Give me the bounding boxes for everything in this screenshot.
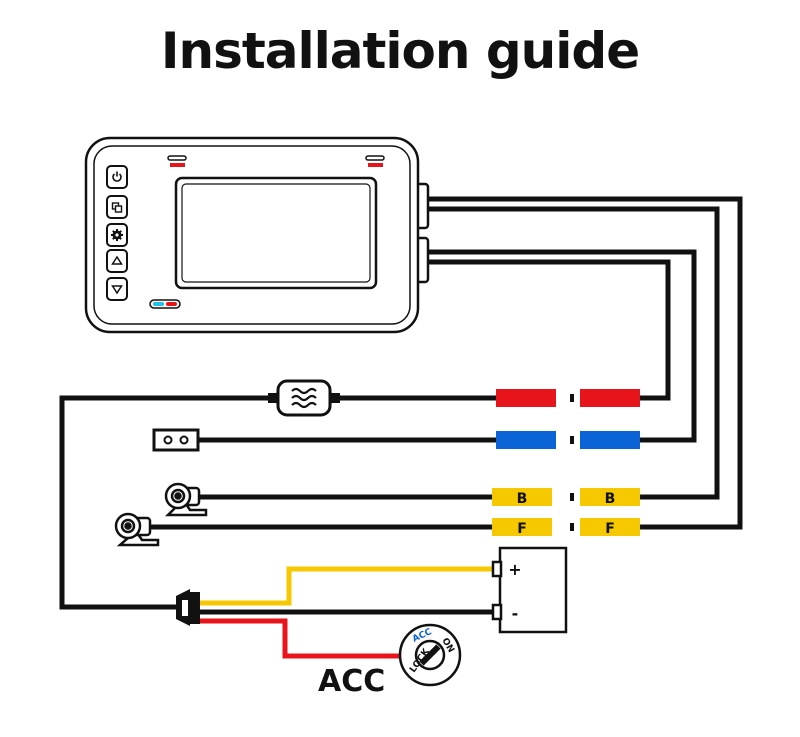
front-sleeve-left — [492, 518, 552, 536]
front-sleeve-right — [580, 518, 640, 536]
front-camera-icon — [114, 512, 160, 547]
acc-label: ACC — [318, 664, 385, 699]
two-pin-plug — [152, 428, 200, 452]
front-label-right: F — [605, 521, 615, 537]
blue-sleeve-left — [496, 431, 556, 449]
rear-label-left: B — [517, 491, 528, 507]
up-arrow-icon — [111, 255, 123, 265]
device-screen — [174, 176, 378, 290]
fuse-wire-left — [59, 395, 272, 610]
page-title: Installation guide — [160, 22, 640, 80]
yellow-sleeves — [492, 488, 640, 536]
battery-negative-label: - — [512, 604, 519, 623]
inline-fuse — [268, 379, 340, 417]
front-label-left: F — [517, 521, 527, 537]
red-cable-wire — [425, 259, 671, 401]
wires — [59, 196, 743, 615]
blue-sleeves — [496, 431, 640, 449]
blue-sleeve-right — [580, 431, 640, 449]
rear-sleeve-right — [580, 488, 640, 506]
settings-icon — [111, 229, 123, 241]
rear-camera-cable-wire — [425, 206, 720, 500]
battery: + - — [491, 546, 568, 634]
blue-cable-wire — [425, 249, 697, 443]
red-sleeves — [496, 389, 640, 407]
dashcam-device — [84, 136, 430, 334]
red-sleeve-left — [496, 389, 556, 407]
rear-sleeve-left — [492, 488, 552, 506]
splice-dots — [570, 394, 574, 531]
battery-positive-label: + — [508, 560, 521, 579]
red-sleeve-right — [580, 389, 640, 407]
power-harness-connector — [176, 589, 200, 626]
down-arrow-icon — [111, 285, 123, 295]
acc-wire — [200, 618, 412, 659]
rear-label-right: B — [605, 491, 616, 507]
splice-gaps — [552, 392, 580, 533]
fuse-icon — [291, 387, 317, 409]
positive-wire — [200, 566, 500, 606]
ignition-switch-icon: LOCK ACC ON — [398, 623, 462, 687]
mode-icon — [111, 202, 123, 213]
power-icon — [112, 171, 122, 182]
rear-camera-icon — [164, 482, 208, 517]
front-camera-cable-wire — [425, 196, 743, 530]
